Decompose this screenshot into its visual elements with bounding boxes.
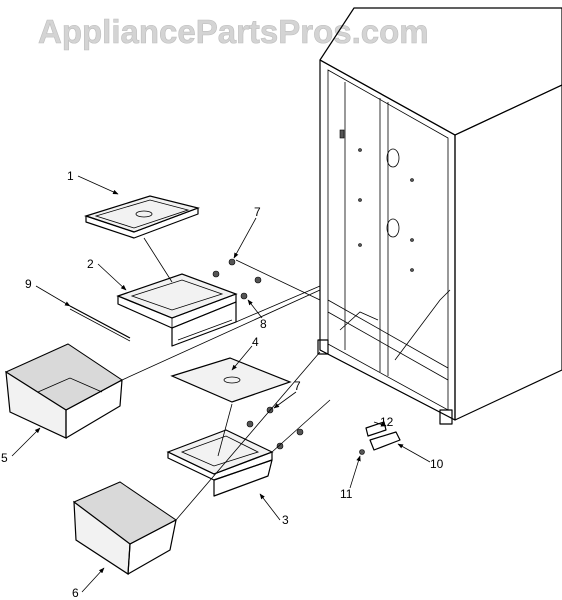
callout-4: 4 — [252, 335, 259, 349]
part-9-rod — [69, 305, 131, 342]
callout-10: 10 — [430, 457, 444, 471]
part-11-pin — [359, 449, 365, 455]
callout-11: 11 — [340, 487, 353, 501]
part-6-crisper-drawer — [73, 481, 177, 576]
callout-6: 6 — [72, 586, 79, 600]
callout-7-lower: 7 — [294, 379, 301, 393]
callout-2: 2 — [87, 257, 94, 271]
callout-3: 3 — [282, 513, 289, 527]
part-4-shelf-glass — [170, 357, 292, 403]
callout-12: 12 — [380, 415, 394, 429]
callout-7-upper: 7 — [254, 205, 261, 219]
part-12-clip — [365, 421, 387, 437]
assembly-guide-lines — [121, 237, 331, 521]
part-5-crisper-drawer — [4, 343, 123, 439]
callout-1: 1 — [67, 169, 74, 183]
part-1-shelf-glass — [84, 195, 201, 239]
part-2-cover-frame — [116, 273, 238, 347]
watermark-text: AppliancePartsPros.com — [38, 13, 429, 50]
part-10-bracket — [369, 431, 401, 451]
callout-8: 8 — [260, 317, 267, 331]
callout-leaders — [11, 175, 431, 593]
part-3-cover-frame — [166, 429, 274, 497]
refrigerator-cabinet — [317, 7, 562, 425]
part-7-screws — [212, 258, 304, 450]
callout-5: 5 — [1, 451, 8, 465]
callout-labels: 1 2 3 4 5 6 7 7 8 9 10 11 12 — [1, 169, 444, 600]
callout-9: 9 — [25, 277, 32, 291]
